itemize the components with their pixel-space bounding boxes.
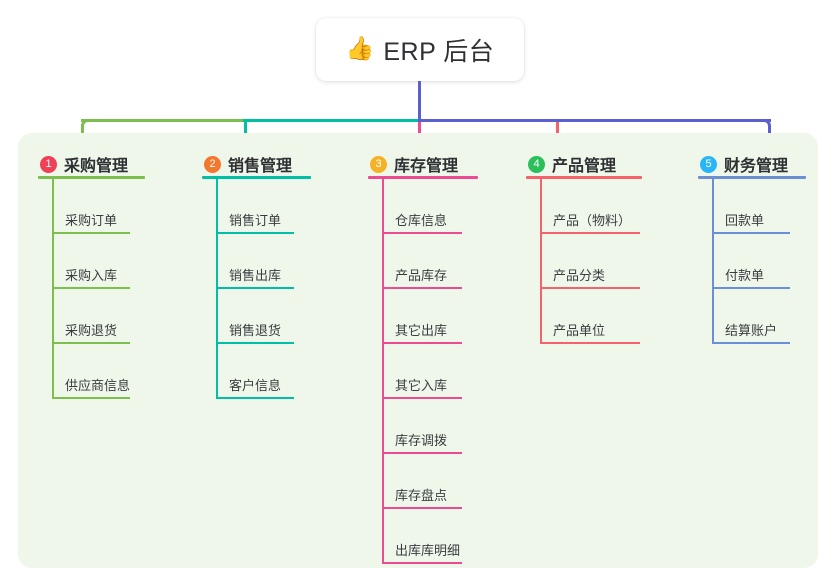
branch-item[interactable]: 销售退货 — [229, 323, 282, 338]
branch-item[interactable]: 销售订单 — [229, 213, 282, 228]
branch-item-rule — [712, 342, 790, 344]
branch-title-3: 库存管理 — [394, 158, 459, 175]
branch-badge-4: 4 — [528, 155, 545, 173]
branch-item-rule — [382, 287, 462, 289]
branch-header-rule-5 — [698, 176, 806, 179]
branch-item[interactable]: 采购退货 — [65, 323, 118, 338]
branch-item-rule — [382, 507, 462, 509]
branch-header-rule-2 — [202, 176, 311, 179]
branch-badge-1: 1 — [40, 155, 57, 173]
branch-header-2[interactable]: 2 销售管理 — [204, 152, 292, 176]
branch-item[interactable]: 产品库存 — [395, 268, 448, 283]
branch-item[interactable]: 库存盘点 — [395, 488, 448, 503]
branch-spine-5 — [712, 179, 714, 342]
branch-header-rule-1 — [38, 176, 145, 179]
branch-badge-3: 3 — [370, 155, 387, 173]
thumbs-up-icon: 👍 — [345, 36, 375, 62]
connector-bar-segment-blue — [418, 119, 771, 122]
branch-item[interactable]: 出库库明细 — [395, 543, 461, 558]
branch-item-rule — [52, 232, 130, 234]
branch-item[interactable]: 产品单位 — [553, 323, 606, 338]
branch-item[interactable]: 回款单 — [725, 213, 765, 228]
branch-item[interactable]: 库存调拨 — [395, 433, 448, 448]
connector-root-stem — [418, 81, 421, 121]
branch-item-rule — [540, 342, 640, 344]
branch-title-2: 销售管理 — [228, 158, 293, 175]
branch-item[interactable]: 采购订单 — [65, 213, 118, 228]
connector-bar-segment-teal — [243, 119, 420, 122]
branch-item-rule — [382, 342, 462, 344]
branch-item-rule — [382, 452, 462, 454]
branch-header-rule-4 — [526, 176, 642, 179]
branch-spine-3 — [382, 179, 384, 562]
branch-item-rule — [216, 232, 294, 234]
branch-item-rule — [52, 287, 130, 289]
branch-header-5[interactable]: 5 财务管理 — [700, 152, 788, 176]
root-node-title: ERP 后台 — [383, 37, 495, 66]
branch-item[interactable]: 客户信息 — [229, 378, 282, 393]
branch-item-rule — [712, 287, 790, 289]
branch-item-rule — [540, 232, 640, 234]
branch-item[interactable]: 结算账户 — [725, 323, 778, 338]
branch-item[interactable]: 其它入库 — [395, 378, 448, 393]
branch-item[interactable]: 付款单 — [725, 268, 765, 283]
branch-item[interactable]: 仓库信息 — [395, 213, 448, 228]
branch-item-rule — [216, 397, 294, 399]
branch-item-rule — [712, 232, 790, 234]
branch-header-4[interactable]: 4 产品管理 — [528, 152, 616, 176]
connector-corner-right — [760, 119, 771, 130]
branch-header-1[interactable]: 1 采购管理 — [40, 152, 128, 176]
branch-title-4: 产品管理 — [552, 158, 617, 175]
branch-header-rule-3 — [368, 176, 478, 179]
branch-header-3[interactable]: 3 库存管理 — [370, 152, 458, 176]
branch-item[interactable]: 供应商信息 — [65, 378, 131, 393]
branch-item[interactable]: 产品分类 — [553, 268, 606, 283]
branch-item[interactable]: 其它出库 — [395, 323, 448, 338]
branch-item[interactable]: 产品（物料） — [553, 213, 632, 228]
branch-item-rule — [382, 397, 462, 399]
branch-item[interactable]: 销售出库 — [229, 268, 282, 283]
branch-item[interactable]: 采购入库 — [65, 268, 118, 283]
connector-bar-segment-green — [81, 119, 245, 122]
branch-item-rule — [52, 397, 130, 399]
branch-item-rule — [382, 232, 462, 234]
branch-item-rule — [382, 562, 462, 564]
branch-title-1: 采购管理 — [64, 158, 129, 175]
branch-title-5: 财务管理 — [724, 158, 789, 175]
branch-spine-4 — [540, 179, 542, 342]
branch-item-rule — [216, 287, 294, 289]
branch-item-rule — [216, 342, 294, 344]
root-node-card[interactable]: 👍 ERP 后台 — [316, 18, 524, 81]
branch-item-rule — [52, 342, 130, 344]
branch-item-rule — [540, 287, 640, 289]
branch-badge-5: 5 — [700, 155, 717, 173]
branches-panel — [18, 133, 818, 568]
branch-badge-2: 2 — [204, 155, 221, 173]
